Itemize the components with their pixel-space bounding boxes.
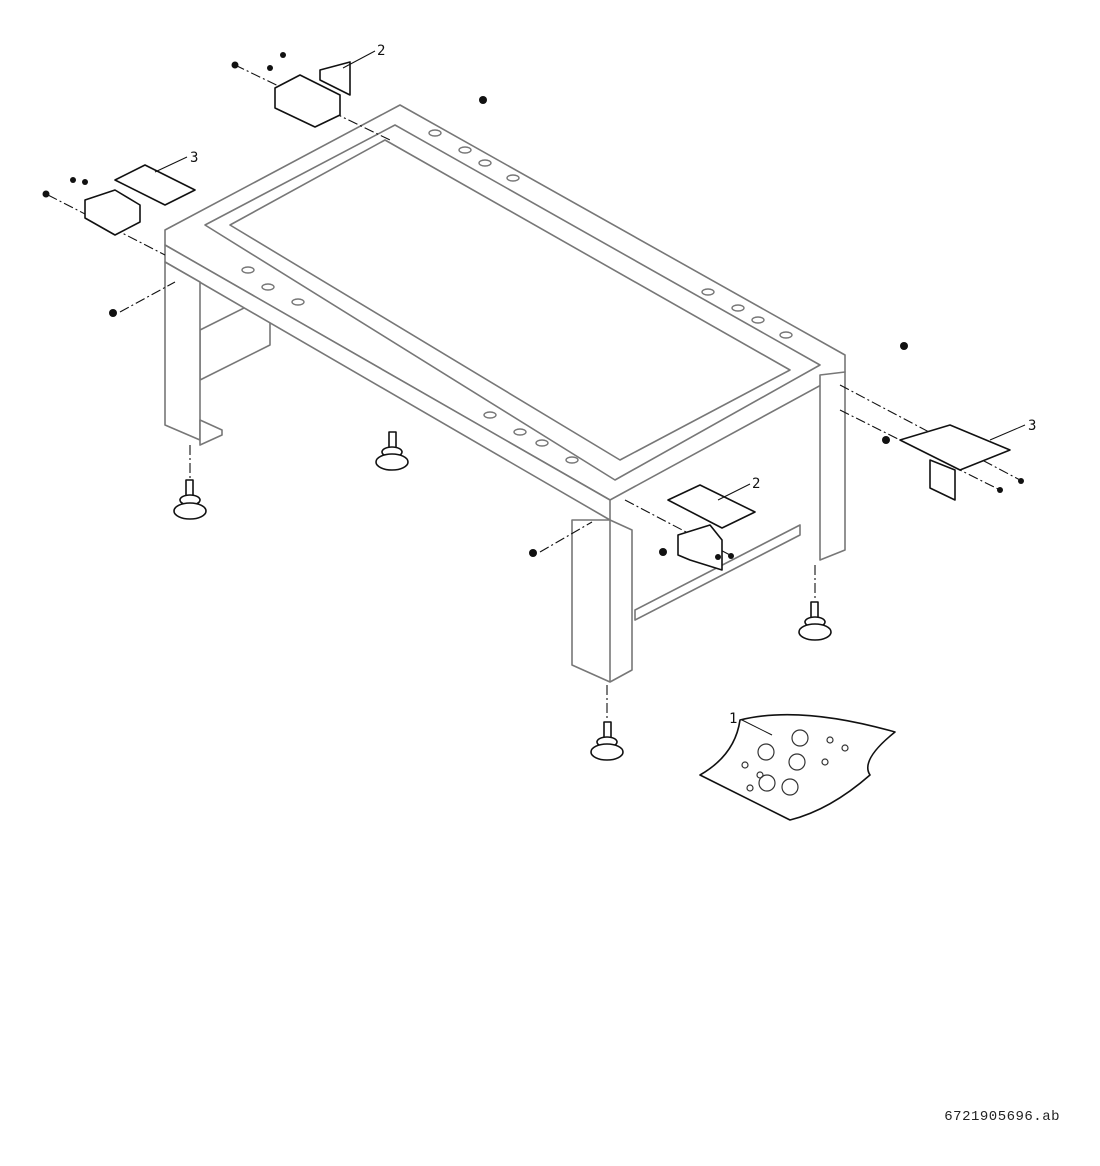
bracket-3-left xyxy=(84,164,196,236)
front-right-leg xyxy=(571,519,633,683)
drawing-number: 6721905696.ab xyxy=(944,1109,1060,1125)
frame-slots xyxy=(241,129,793,464)
leveling-feet xyxy=(173,431,832,761)
callout-label: 2 xyxy=(377,43,385,59)
foot xyxy=(173,479,207,520)
top-frame xyxy=(164,104,846,521)
foot xyxy=(375,431,409,471)
screws xyxy=(42,52,1024,560)
bracket-2-back xyxy=(274,61,351,128)
callout-label: 2 xyxy=(752,476,760,492)
brackets xyxy=(84,61,1011,571)
front-left-leg xyxy=(164,261,223,446)
callout-label: 3 xyxy=(1028,418,1036,434)
callout-label: 1 xyxy=(729,711,737,727)
callout-label: 3 xyxy=(190,150,198,166)
callout-leaders xyxy=(154,50,1026,736)
bracket-2-front xyxy=(667,484,756,571)
hardware-bag xyxy=(699,713,896,821)
right-leg xyxy=(819,371,846,561)
bracket-3-right xyxy=(899,424,1011,501)
foot xyxy=(590,721,624,761)
foot xyxy=(798,601,832,641)
